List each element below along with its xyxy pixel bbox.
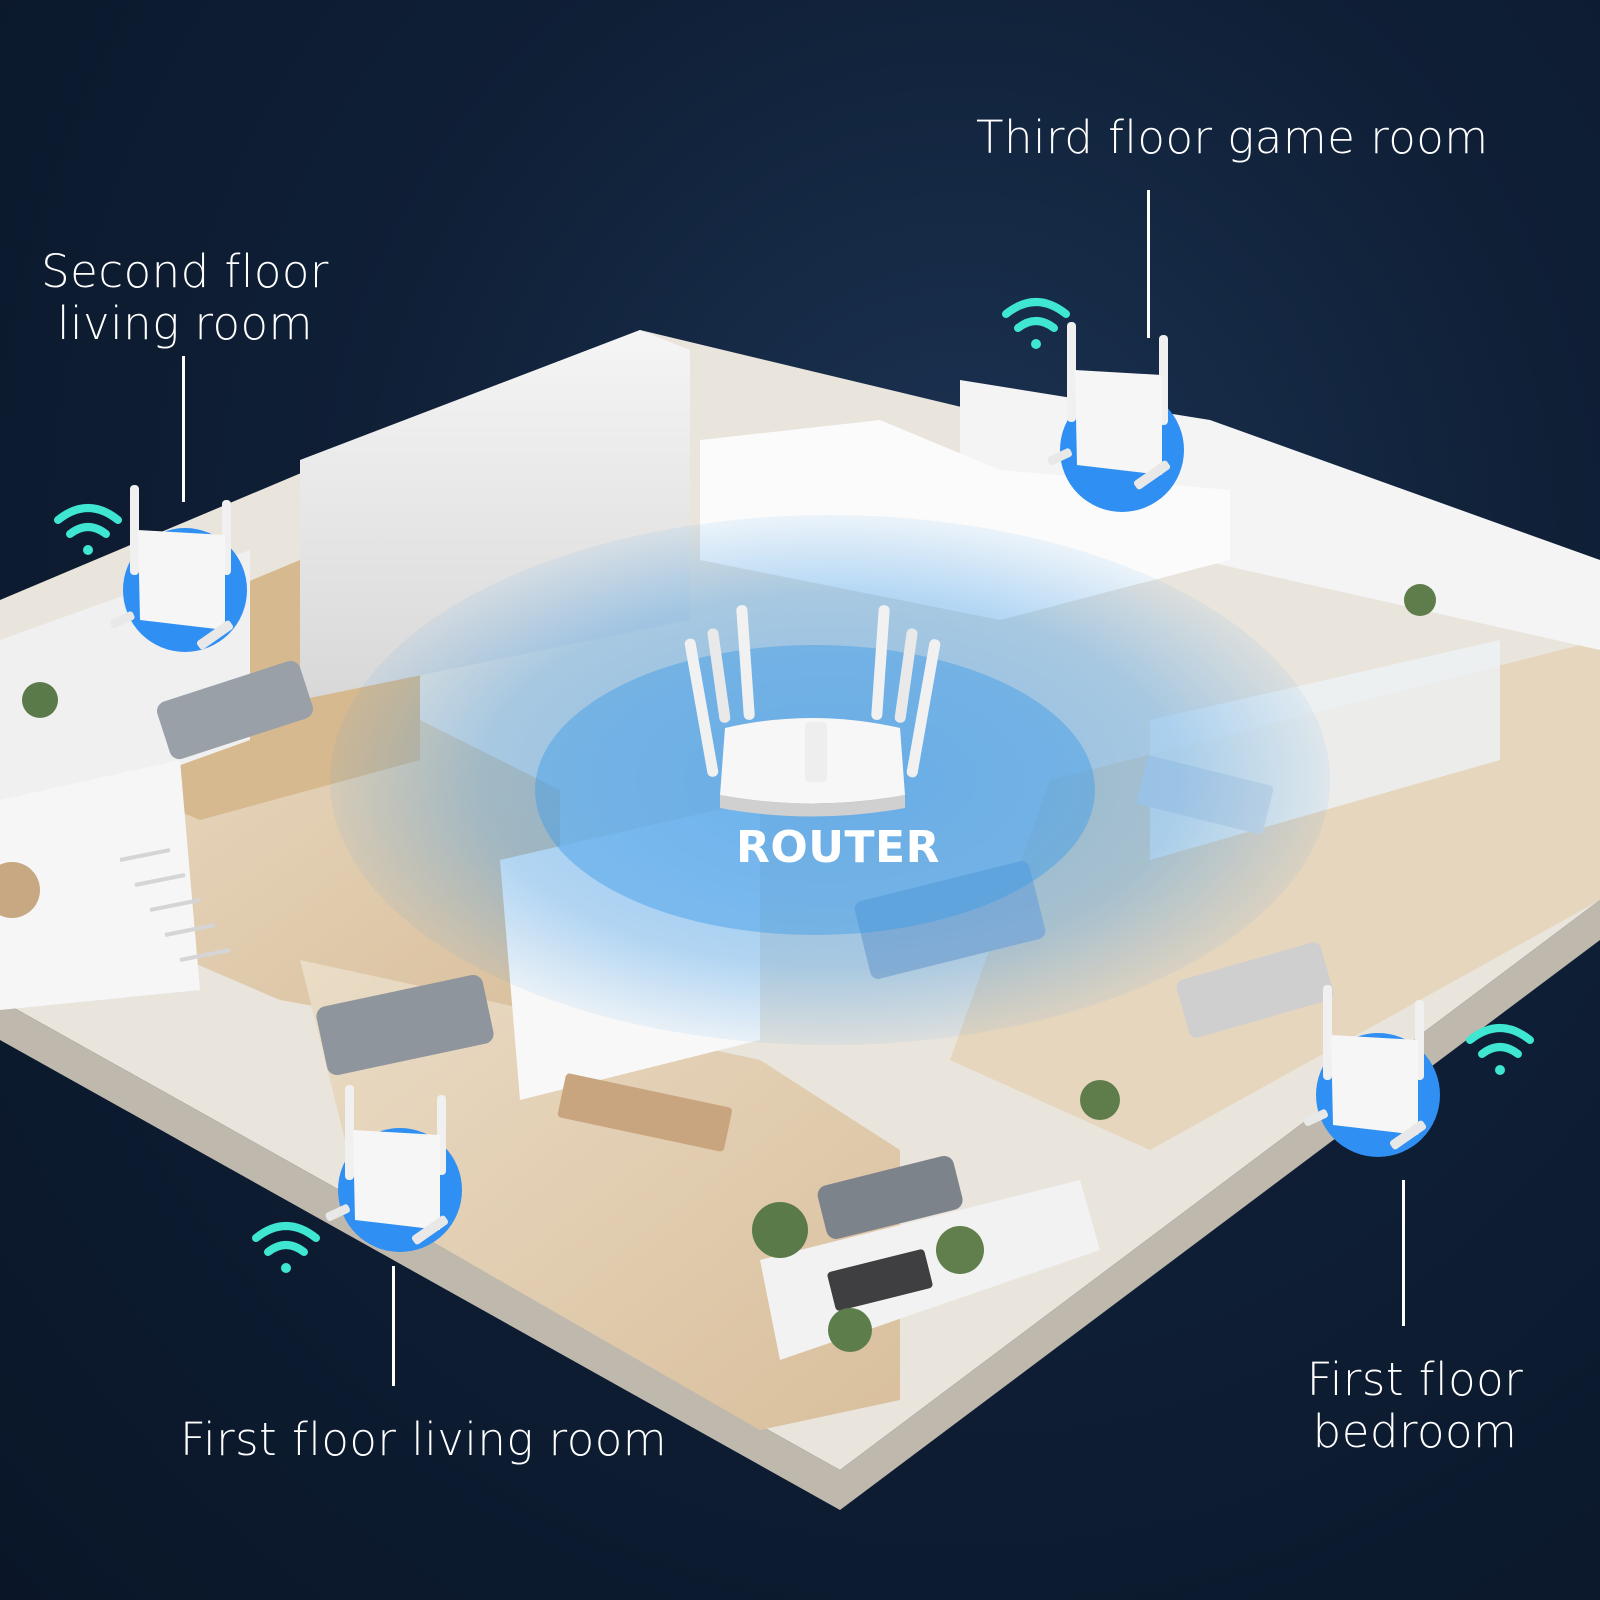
wifi-icon xyxy=(252,1222,320,1273)
label-first-floor-bedroom: First floor bedroom xyxy=(1290,1354,1540,1458)
wifi-icon xyxy=(1466,1024,1534,1075)
extender-first-floor-living xyxy=(325,1085,462,1252)
leader-line-first-floor-bedroom xyxy=(1402,1180,1405,1326)
sofa-lower xyxy=(817,1155,963,1239)
plant xyxy=(828,1308,872,1352)
staircase xyxy=(119,848,231,962)
label-first-floor-living-room: First floor living room xyxy=(180,1413,668,1466)
router-icon xyxy=(684,605,941,817)
wifi-icon xyxy=(1002,298,1070,349)
plant xyxy=(22,682,58,718)
label-line: First floor xyxy=(1306,1353,1524,1406)
router-label: ROUTER xyxy=(736,822,940,873)
extender-first-floor-bedroom xyxy=(1303,985,1440,1157)
wifi-icon xyxy=(54,504,122,555)
leader-line-second-floor xyxy=(182,356,185,502)
sofa-front xyxy=(316,974,494,1076)
floor-first-front xyxy=(300,960,900,1430)
plant xyxy=(1080,1080,1120,1120)
label-third-floor-game-room: Third floor game room xyxy=(976,111,1489,164)
extender-second-floor xyxy=(110,485,247,652)
plant xyxy=(936,1226,984,1274)
house-slab-edge xyxy=(0,900,1600,1510)
leader-line-first-floor-living xyxy=(392,1266,395,1386)
leader-line-third-floor xyxy=(1147,190,1150,338)
label-line: Second floor xyxy=(41,245,329,298)
sofa-upper xyxy=(157,660,313,760)
label-second-floor-living-room: Second floor living room xyxy=(25,246,345,350)
plant xyxy=(1404,584,1436,616)
table-front xyxy=(557,1073,732,1152)
wall-stair xyxy=(0,760,200,1010)
label-line: bedroom xyxy=(1312,1405,1518,1458)
table-lower xyxy=(827,1249,933,1311)
extender-third-floor xyxy=(1047,322,1184,512)
round-wall-mirror xyxy=(0,862,40,918)
plant xyxy=(752,1202,808,1258)
bed-right xyxy=(1176,942,1334,1038)
label-line: living room xyxy=(57,297,313,350)
